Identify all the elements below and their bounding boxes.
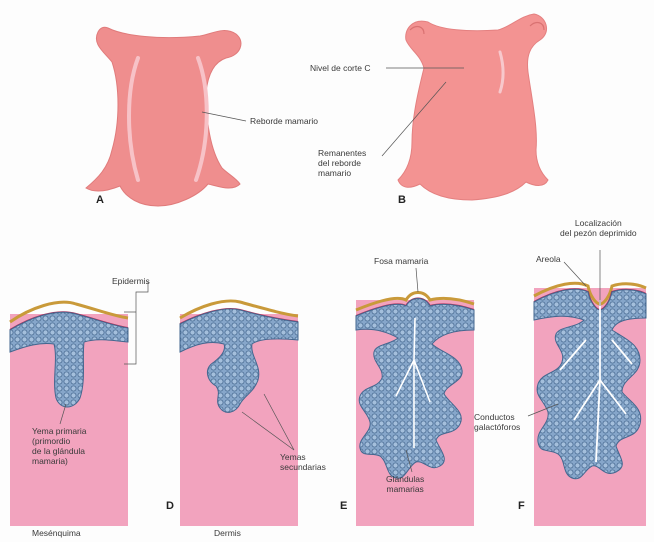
label-conductos-galactoforos: Conductos galactóforos (474, 412, 520, 432)
label-epidermis: Epidermis (112, 276, 150, 286)
label-fosa-mamaria: Fosa mamaria (374, 256, 428, 266)
embryo-b-body (398, 14, 548, 200)
section-f (534, 283, 646, 526)
embryo-a (86, 27, 241, 206)
panel-label-b: B (398, 194, 406, 206)
label-yema-primaria: Yema primaria (primordio de la glándula … (32, 426, 87, 466)
section-d (10, 302, 128, 526)
embryo-b (398, 14, 548, 200)
panel-label-a: A (96, 194, 104, 206)
panel-label-d: D (166, 500, 174, 512)
label-glandulas-mamarias: Glándulas mamarias (386, 474, 424, 494)
embryo-a-body (86, 27, 241, 206)
label-localizacion-pezon: Localización del pezón deprimido (560, 218, 637, 238)
label-areola: Areola (536, 254, 561, 264)
section-d2 (180, 301, 298, 526)
label-nivel-corte: Nivel de corte C (310, 63, 370, 73)
panel-label-f: F (518, 500, 525, 512)
label-mesenquima: Mesénquima (32, 528, 81, 538)
label-yemas-secundarias: Yemas secundarias (280, 452, 326, 472)
panel-label-e: E (340, 500, 347, 512)
label-dermis: Dermis (214, 528, 241, 538)
label-reborde-mamario: Reborde mamario (250, 116, 318, 126)
label-remanentes: Remanentes del reborde mamario (318, 148, 366, 178)
